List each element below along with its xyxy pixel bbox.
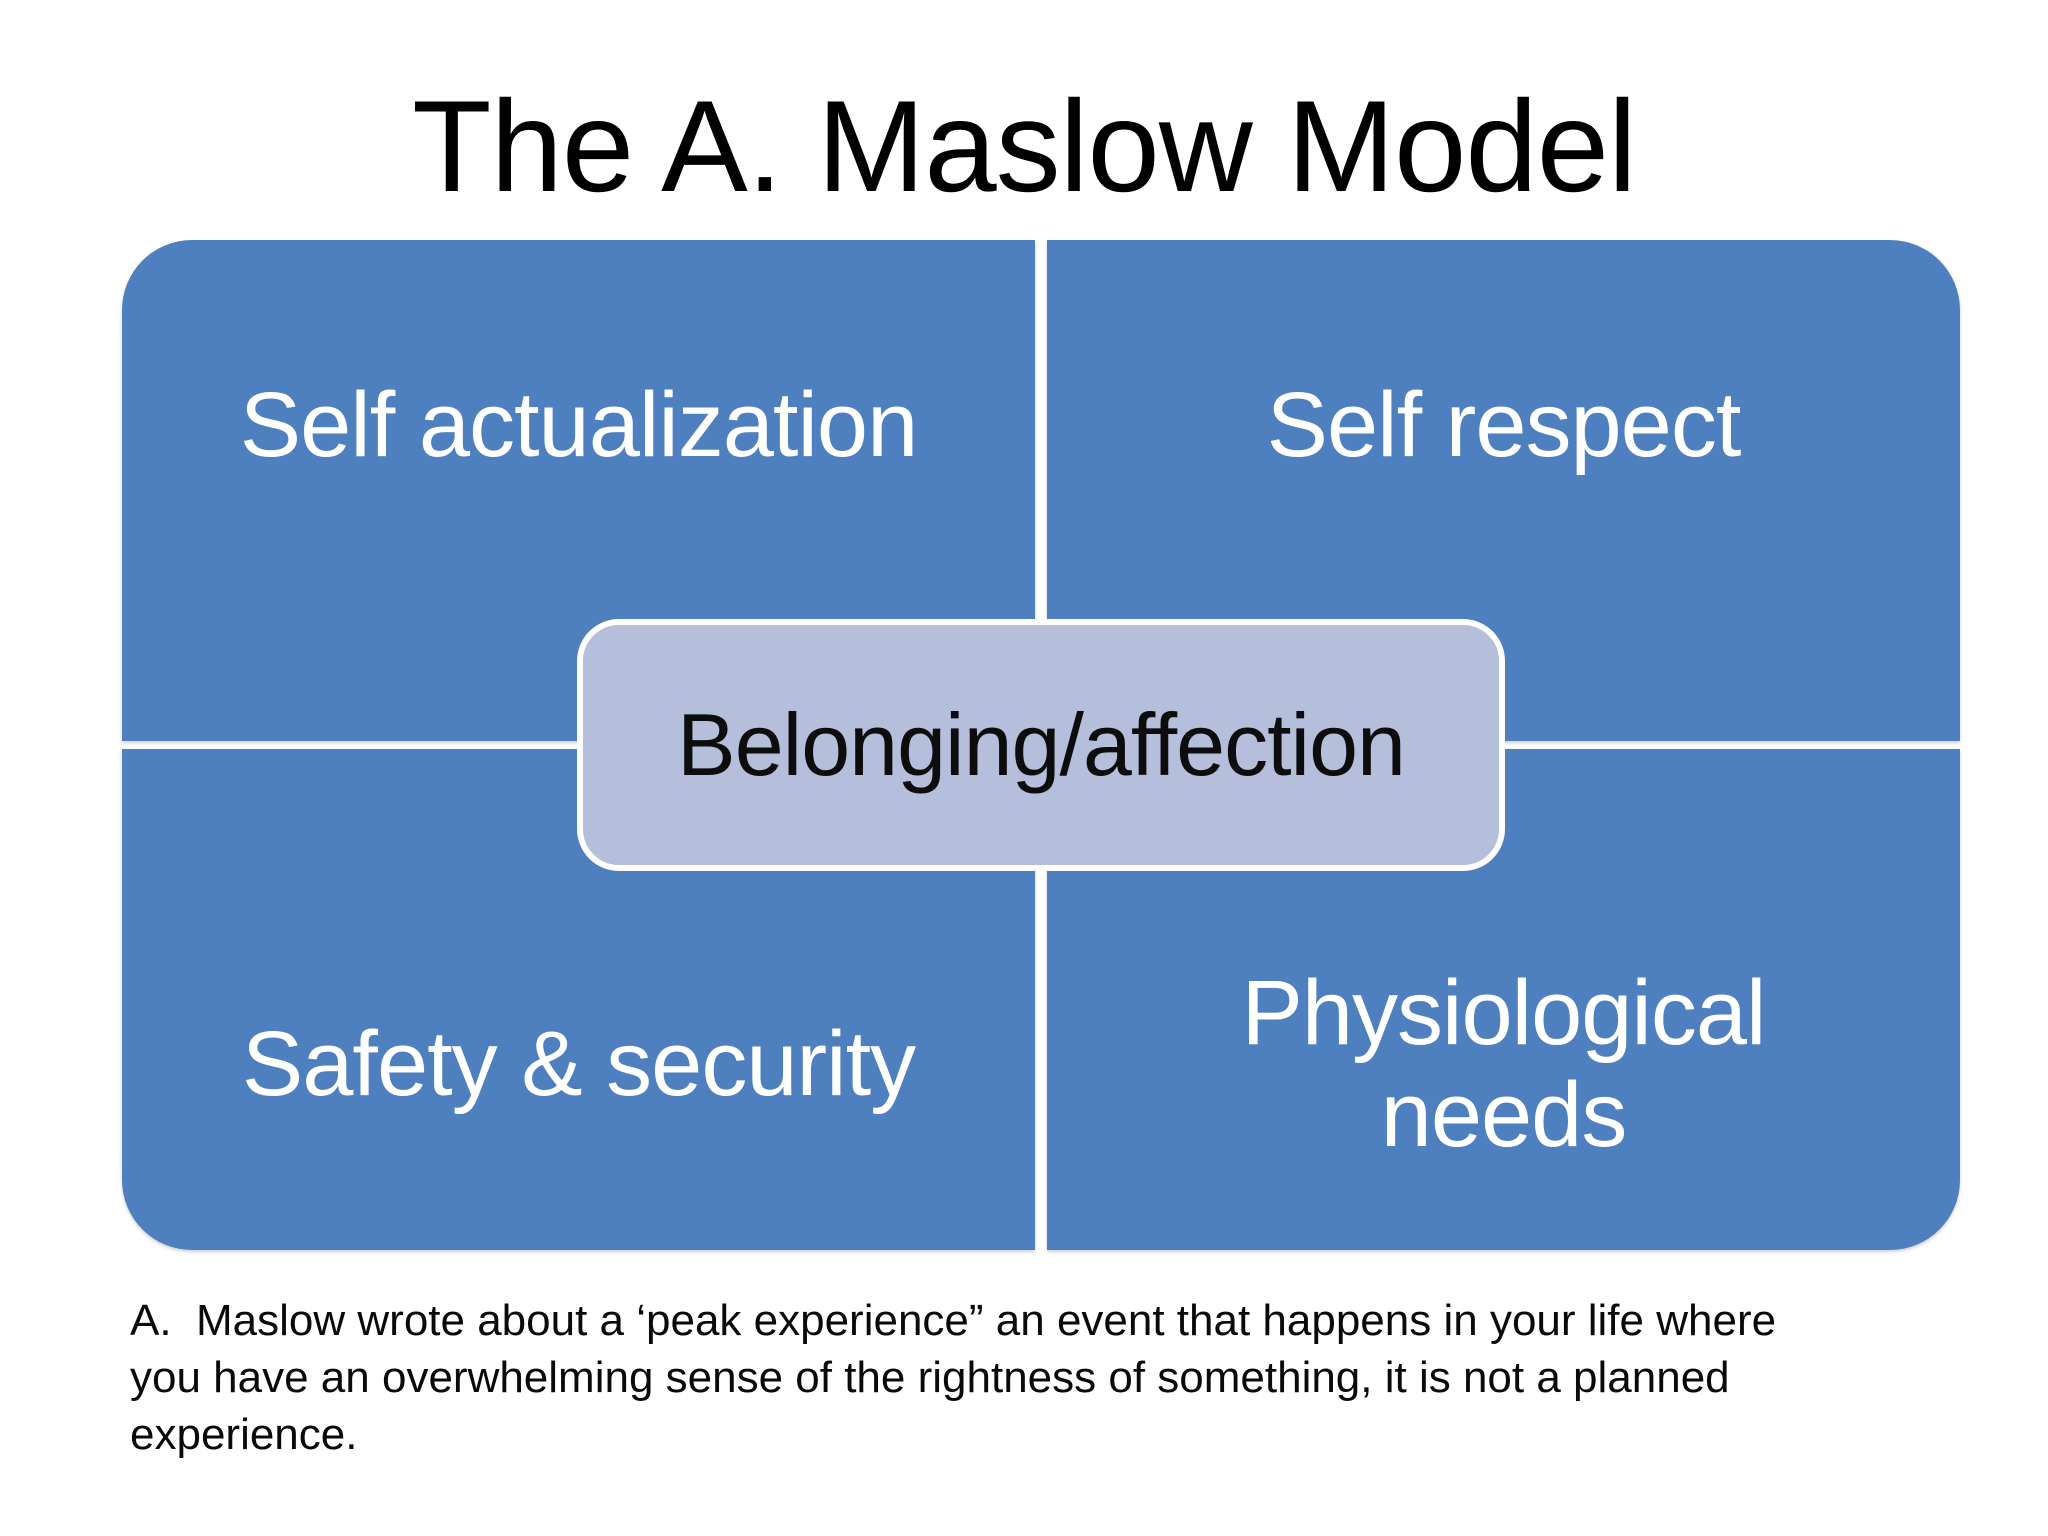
quadrant-physiological-needs-label: Physiological needs xyxy=(1241,962,1767,1166)
quadrant-safety-security-label: Safety & security xyxy=(241,1012,916,1115)
note-paragraph: A. Maslow wrote about a ‘peak experience… xyxy=(130,1292,1776,1464)
note-line: you have an overwhelming sense of the ri… xyxy=(130,1353,1730,1403)
quadrant-self-respect-label: Self respect xyxy=(1266,373,1742,476)
note-line: A. Maslow wrote about a ‘peak experience… xyxy=(130,1296,1777,1345)
quadrant-self-actualization-label: Self actualization xyxy=(239,373,919,476)
center-box-belonging-affection: Belonging/affection xyxy=(577,619,1505,871)
center-box-label: Belonging/affection xyxy=(677,695,1406,794)
slide-title: The A. Maslow Model xyxy=(412,73,1637,219)
note-line: experience. xyxy=(130,1410,358,1460)
